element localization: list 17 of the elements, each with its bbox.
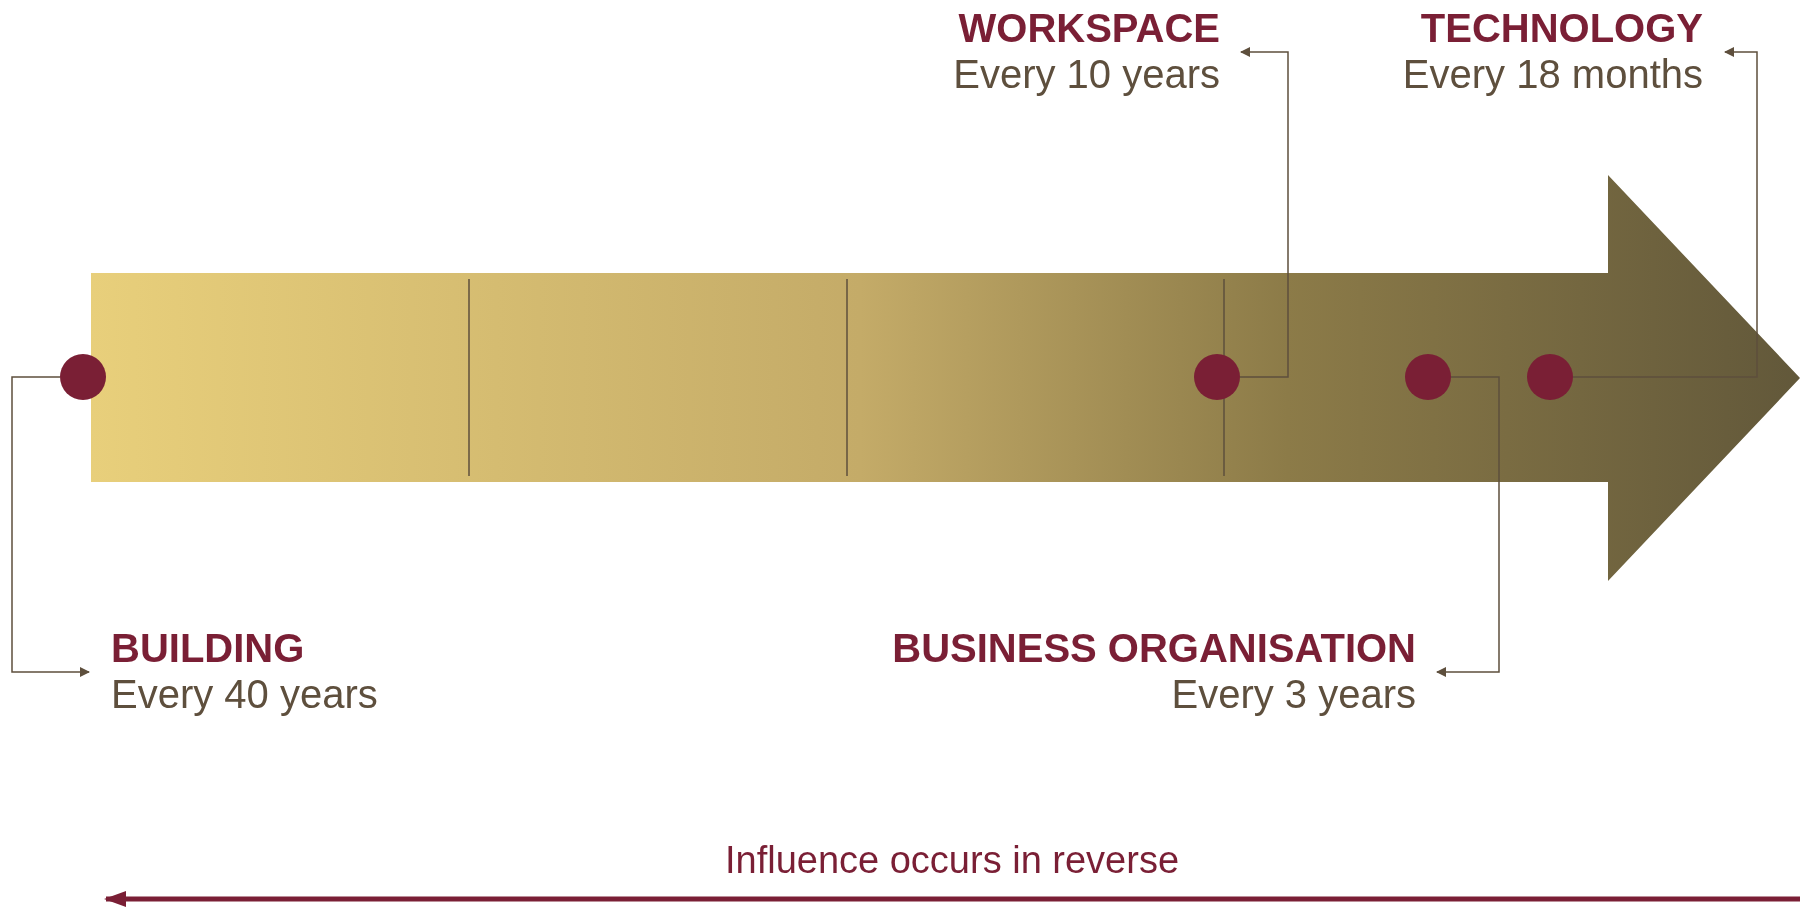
interval-text: Every 40 years — [111, 672, 378, 716]
interval-text: Every 10 years — [953, 52, 1220, 96]
leader-arrow — [1436, 376, 1500, 677]
interval-text: Every 3 years — [1171, 672, 1416, 716]
interval-text: Every 18 months — [1402, 52, 1703, 96]
leader-arrow — [11, 376, 90, 677]
category-heading: TECHNOLOGY — [1420, 6, 1703, 50]
marker-dot — [1194, 354, 1240, 400]
leader-arrow — [1239, 47, 1289, 378]
marker-dot — [1527, 354, 1573, 400]
caption-text: Influence occurs in reverse — [723, 838, 1181, 882]
marker-dot — [60, 354, 106, 400]
category-heading: BUSINESS ORGANISATION — [892, 626, 1416, 670]
category-heading: BUILDING — [111, 626, 305, 670]
leader-arrow — [1572, 47, 1758, 378]
category-heading: WORKSPACE — [958, 6, 1220, 50]
marker-dot — [1405, 354, 1451, 400]
